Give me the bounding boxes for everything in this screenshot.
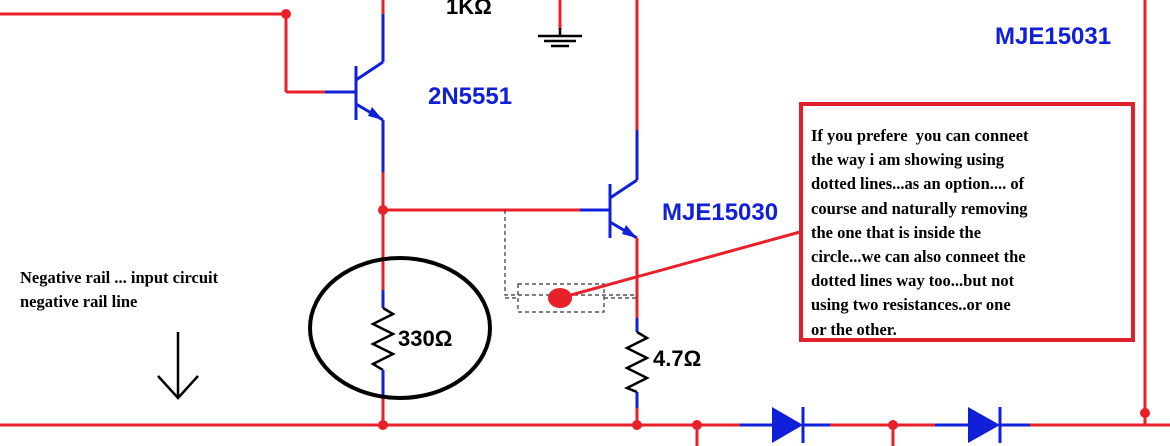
transistor-2n5551-icon: [325, 14, 385, 172]
transistor-mje15031-label: MJE15031: [995, 23, 1111, 50]
note-line: the way i am showing using: [811, 150, 1004, 170]
transistor-2n5551-label: 2N5551: [428, 83, 512, 110]
junction-dot: [888, 420, 898, 430]
note-line: using two resistances..or one: [811, 295, 1011, 315]
top-left-wires: [0, 0, 639, 130]
note-line: dotted lines way too...but not: [811, 271, 1015, 291]
note-line: course and naturally removing: [811, 198, 1028, 218]
note-pointer: [559, 230, 801, 300]
negative-rail-line: negative rail line: [20, 292, 138, 311]
resistor-330-icon: [370, 290, 396, 425]
down-arrow-icon: [157, 332, 199, 400]
resistor-4-7-label: 4.7Ω: [653, 346, 701, 371]
negative-rail-line: Negative rail ... input circuit: [20, 268, 219, 287]
resistor-1k-label: 1KΩ: [446, 0, 492, 19]
junction-dot: [1140, 408, 1150, 418]
negative-rail-note: Negative rail ... input circuit negative…: [20, 266, 320, 314]
pointer-dot: [548, 288, 572, 308]
diode-1-icon: [740, 407, 830, 443]
junction-dot: [378, 205, 388, 215]
junction-dot: [632, 420, 642, 430]
junction-dot: [692, 420, 702, 430]
note-line: the one that is inside the: [811, 222, 982, 242]
note-line: or the other.: [811, 319, 897, 339]
junction-dot: [378, 420, 388, 430]
junction-dot: [281, 9, 291, 19]
resistor-330-label: 330Ω: [398, 326, 452, 351]
dotted-alternative-path: [504, 210, 637, 313]
note-line: If you prefere you can conneet: [811, 126, 1029, 145]
diode-2-icon: [935, 407, 1030, 443]
highlight-circle: [308, 256, 492, 400]
resistor-4-7-icon: [623, 318, 650, 425]
note-line: circle...we can also conneet the: [811, 247, 1026, 267]
ground-icon: [538, 28, 582, 48]
note-line: dotted lines...as an option.... of: [811, 174, 1025, 194]
explanation-note-box: If you prefere you can conneet the way i…: [799, 102, 1135, 342]
transistor-mje15030-label: MJE15030: [662, 199, 778, 226]
